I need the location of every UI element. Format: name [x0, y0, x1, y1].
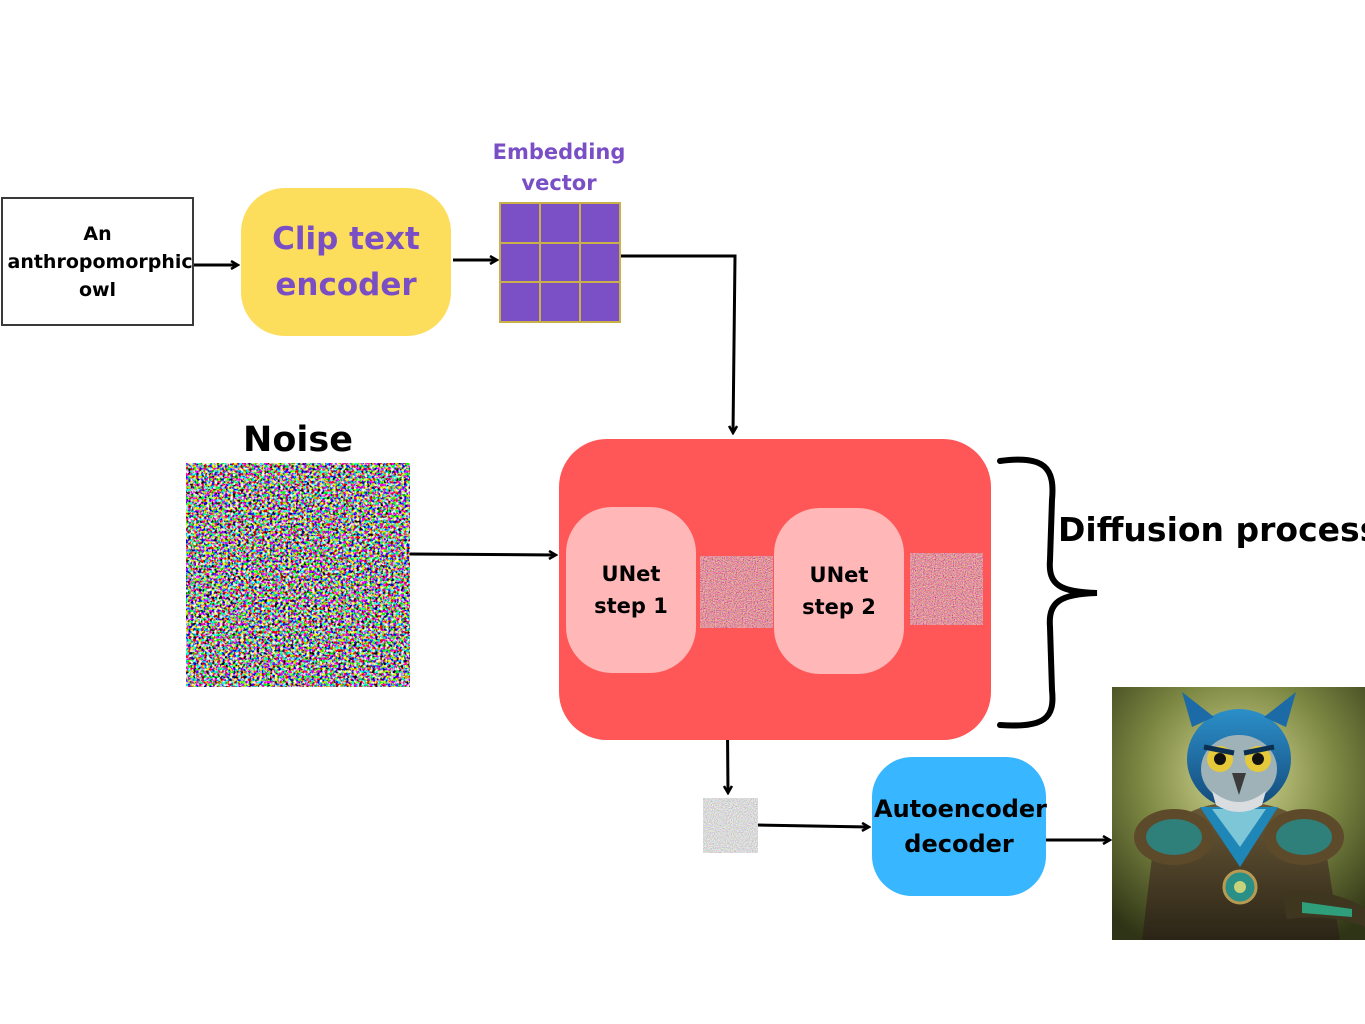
embedding-cell [580, 242, 620, 283]
unet-step-1: UNet step 1 [566, 507, 696, 673]
partial-denoise-image-2 [910, 553, 983, 625]
prompt-text: An anthropomorphic owl [7, 222, 193, 301]
arrow-latent-to-decoder [757, 825, 869, 827]
embedding-cell [580, 282, 620, 322]
embedding-cell [540, 203, 580, 243]
noise-title: Noise [243, 420, 353, 460]
embedding-cell [500, 282, 540, 322]
clip-text-encoder-label: Clip text encoder [272, 221, 420, 303]
arrow-noise-to-diffusion [409, 554, 556, 555]
embedding-cell [500, 203, 540, 243]
owl-image [1112, 687, 1365, 940]
embedding-cell [500, 242, 540, 283]
autoencoder-decoder-label: Autoencoder decoder [874, 794, 1047, 858]
arrow-embedding-to-diffusion [620, 254, 735, 433]
noise-image [186, 463, 410, 687]
denoised-latent-image [703, 798, 758, 853]
prompt-box: An anthropomorphic owl [1, 197, 194, 326]
embedding-cell [540, 282, 580, 322]
unet-step-2: UNet step 2 [774, 508, 904, 674]
embedding-cell [580, 203, 620, 243]
unet-step-1-label: UNet step 1 [594, 562, 668, 618]
autoencoder-decoder: Autoencoder decoder [872, 757, 1047, 896]
embedding-vector-grid [499, 202, 621, 323]
clip-text-encoder: Clip text encoder [241, 188, 451, 336]
curly-brace [997, 456, 1098, 729]
diffusion-process-label: Diffusion process [1058, 510, 1365, 549]
partial-denoise-image-1 [700, 556, 773, 628]
embedding-vector-label: Embedding vector [492, 140, 626, 195]
embedding-cell [540, 242, 580, 283]
unet-step-2-label: UNet step 2 [802, 563, 876, 619]
